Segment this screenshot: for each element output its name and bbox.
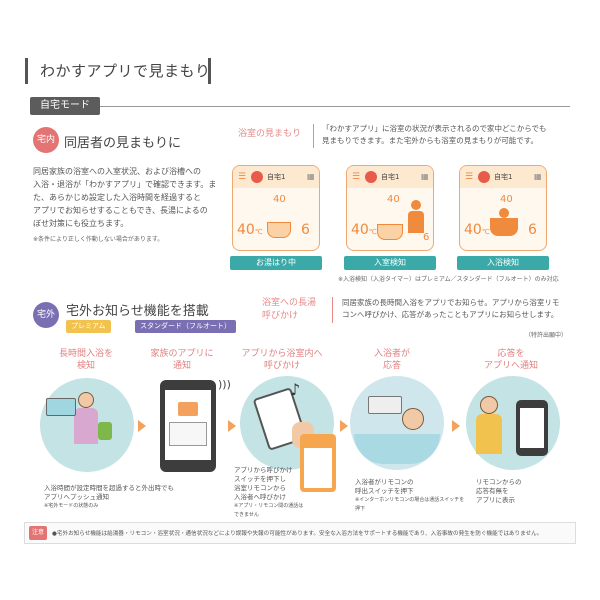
bag-icon	[98, 422, 112, 440]
temp-small: 40	[387, 194, 400, 205]
mode-divider	[100, 106, 570, 107]
grid-icon: ▦	[307, 172, 315, 181]
grid-icon: ▦	[534, 172, 542, 181]
caption-room: 入室検知	[344, 256, 436, 270]
footer-frame	[24, 522, 576, 544]
mode-badge: 自宅モード	[30, 97, 100, 115]
watch-divider	[313, 124, 314, 148]
menu-icon: ☰	[352, 172, 361, 182]
person-standing-icon	[411, 200, 421, 210]
watch-description: 「わかすアプリ」に浴室の状況が表示されるので家中どこからでも 見まもりできます。…	[322, 124, 547, 145]
menu-icon: ☰	[238, 172, 247, 182]
footer-text: ●宅外お知らせ機能は給湯器・リモコン・浴室状況・通信状況などにより誤報や失報の可…	[52, 531, 543, 537]
tub-icon	[377, 224, 403, 240]
home-name: 自宅1	[267, 173, 286, 181]
bath-water	[354, 434, 440, 464]
indoor-note: ※条件により正しく作動しない場合があります。	[33, 236, 164, 243]
outdoor-tag: 宅外	[33, 302, 59, 328]
home-name: 自宅1	[494, 173, 513, 181]
person-body	[74, 408, 98, 444]
step-1-label: 長時間入浴を検知	[58, 349, 113, 371]
timer-right: 6	[423, 232, 430, 243]
step-1-illustration	[40, 378, 134, 472]
footer-tag: 注意	[29, 526, 47, 540]
tub-icon	[490, 218, 518, 236]
title-bar-left	[25, 58, 28, 84]
app-logo-icon	[178, 402, 198, 416]
chip-standard: スタンダード（フルオート）	[135, 320, 236, 333]
step-1-description: 入浴時間が設定時間を超過すると外出時でも アプリへプッシュ通知 ※宅外モードの状…	[44, 484, 174, 509]
watch-label: 浴室の見まもり	[238, 129, 302, 139]
arrow-2	[228, 420, 236, 432]
step-4-label: 入浴者が応答	[373, 349, 410, 371]
indoor-tag: 宅内	[33, 127, 59, 153]
caption-filling: お湯はり中	[230, 256, 322, 270]
arrow-3	[340, 420, 348, 432]
phone-screen-filling: ☰ 自宅1 ▦ 40 40℃ 6	[232, 165, 320, 251]
step-4-illustration	[350, 376, 444, 470]
step-3-phone-popup	[300, 434, 336, 492]
step-3-description: アプリから呼びかけ スイッチを押下し 浴室リモコンから 入浴者へ呼びかけ ※アプ…	[234, 466, 304, 518]
signal-icon: )))	[218, 378, 231, 391]
long-bath-label: 浴室への長湯 呼びかけ	[262, 298, 317, 321]
step-3-label: アプリから浴室内へ呼びかけ	[241, 349, 323, 371]
person-icon	[480, 396, 498, 414]
timer-right: 6	[301, 222, 310, 238]
indoor-title: 同居者の見まもりに	[64, 136, 182, 151]
patent-note: （特許出願中）	[525, 332, 568, 339]
temp-small: 40	[500, 194, 513, 205]
arrow-4	[452, 420, 460, 432]
temp-small: 40	[273, 194, 286, 205]
phone-screen-bath: ☰ 自宅1 ▦ 40 40℃ 6	[459, 165, 547, 251]
page-title: わかすアプリで見まもり	[40, 62, 211, 80]
timer-right: 6	[528, 222, 537, 238]
step-5-label: 応答をアプリへ通知	[483, 349, 538, 371]
bathtub-icon	[46, 398, 76, 416]
tub-icon	[267, 222, 291, 238]
home-name: 自宅1	[381, 173, 400, 181]
home-icon	[365, 171, 377, 183]
phone-icon	[516, 400, 548, 456]
remote-icon	[368, 396, 402, 414]
temp-left: 40℃	[237, 222, 263, 238]
chip-premium: プレミアム	[66, 320, 111, 333]
phone-screen-room: ☰ 自宅1 ▦ 40 40℃ 6	[346, 165, 434, 251]
step-4-description: 入浴者がリモコンの 呼出スイッチを押下 ※インターホンリモコンの場合は通話スイッ…	[355, 478, 465, 512]
step-5-description: リモコンからの 応答有無を アプリに表示	[476, 478, 522, 504]
long-bath-divider	[332, 297, 333, 323]
phone-note: ※入浴検知（入浴タイマー）はプレミアム／スタンダード（フルオート）のみ対応	[338, 276, 559, 283]
menu-icon: ☰	[465, 172, 474, 182]
notice-popup	[169, 422, 207, 446]
home-icon	[478, 171, 490, 183]
caption-bath: 入浴検知	[457, 256, 549, 270]
grid-icon: ▦	[421, 172, 429, 181]
outdoor-title: 宅外お知らせ機能を搭載	[66, 304, 209, 319]
bather-icon	[402, 408, 424, 430]
person-bathing-icon	[499, 208, 509, 218]
music-note-icon: ♪	[290, 380, 301, 399]
home-icon	[251, 171, 263, 183]
step-2-label: 家族のアプリに通知	[150, 349, 214, 371]
temp-left: 40℃	[351, 222, 377, 238]
indoor-description: 同居家族の浴室への入室状況、および浴槽への 入浴・退浴が「わかすアプリ」で確認で…	[33, 167, 217, 228]
step-5-illustration	[466, 376, 560, 470]
step-2-phone	[160, 380, 216, 472]
title-bar-right	[208, 58, 211, 84]
person-body	[408, 211, 424, 233]
person-body	[476, 414, 502, 454]
person-icon	[78, 392, 94, 408]
temp-left: 40℃	[464, 222, 490, 238]
arrow-1	[138, 420, 146, 432]
long-bath-description: 同居家族の長時間入浴をアプリでお知らせ。アプリから浴室リモ コンへ呼びかけ、応答…	[342, 298, 560, 319]
